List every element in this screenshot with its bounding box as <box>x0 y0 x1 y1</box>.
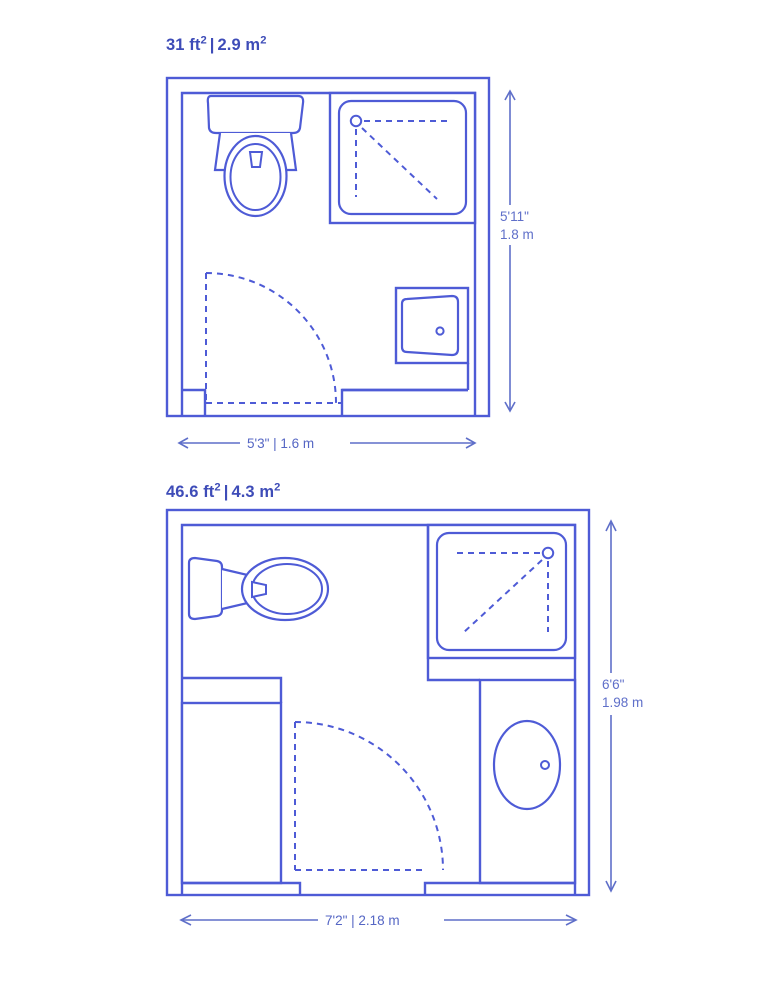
plan-1-door <box>182 272 468 416</box>
floor-plan-1: 31 ft2|2.9 m2 <box>0 0 768 470</box>
plan-2-m-superscript: 2 <box>274 481 281 494</box>
plan-1-inner-wall-face <box>180 91 477 416</box>
plan-2-height-dimension: 6'6" 1.98 m <box>600 519 672 893</box>
plan-2-door-jamb-left <box>182 881 302 895</box>
plan-2-area-m: 4.3 m <box>231 483 275 501</box>
plan-2-sink-basin-oval <box>492 719 562 811</box>
plan-2-outer-wall <box>165 508 591 897</box>
plan-1-height-label-metric: 1.8 m <box>500 227 534 242</box>
floor-plan-2: 46.6 ft2|4.3 m2 <box>0 465 768 945</box>
plan-1-shower-pan <box>337 99 468 216</box>
plan-2-area-ft: 46.6 ft <box>166 483 215 501</box>
plan-2-shower <box>426 523 577 660</box>
plan-1-toilet-bowl-inner <box>229 143 282 211</box>
plan-2-ft-superscript: 2 <box>214 481 221 494</box>
plan-1-drawing: 5'11" 1.8 m 5'3" | 1.6 m <box>165 76 560 456</box>
plan-2-toilet <box>187 556 330 622</box>
plan-2-title: 46.6 ft2|4.3 m2 <box>166 481 281 502</box>
plan-1-width-arrow-right <box>465 437 477 449</box>
plan-1-title-divider: | <box>209 36 215 54</box>
plan-1-toilet-tank <box>206 94 305 135</box>
plan-1-width-label: 5'3" | 1.6 m <box>247 436 314 451</box>
plan-2-width-dimension: 7'2" | 2.18 m <box>179 907 578 933</box>
plan-2-sink-vanity <box>478 678 577 885</box>
plan-2-bathtub <box>180 701 283 885</box>
plan-1-door-jamb-left <box>182 388 207 416</box>
plan-1-toilet-flapper <box>248 151 264 168</box>
plan-2-door <box>182 721 575 895</box>
plan-2-shower-pan <box>435 531 568 652</box>
plan-1-height-arrow-bottom <box>504 401 516 413</box>
plan-1-area-ft: 31 ft <box>166 36 201 54</box>
plan-1-title: 31 ft2|2.9 m2 <box>166 34 267 55</box>
plan-2-width-label: 7'2" | 2.18 m <box>325 913 400 928</box>
plan-1-width-dimension: 5'3" | 1.6 m <box>177 430 477 456</box>
plan-2-toilet-flapper <box>251 580 267 599</box>
plan-1-shower <box>328 91 477 225</box>
plan-2-shower-head-icon <box>541 546 555 560</box>
plan-1-height-label-imperial: 5'11" <box>500 209 529 224</box>
plan-1-door-jamb-right <box>340 388 468 416</box>
plan-1-outer-wall <box>165 76 491 418</box>
plan-2-door-swing-arc <box>294 721 444 871</box>
plan-1-height-arrow-top <box>504 89 516 101</box>
plan-2-shower-base-wall <box>426 658 480 682</box>
plan-2-door-jamb-right <box>423 881 575 895</box>
plan-1-toilet <box>206 94 305 218</box>
plan-2-title-divider: | <box>223 483 229 501</box>
plan-2-width-arrow-left <box>179 914 192 926</box>
plan-2-shower-spray-diagonal <box>462 559 543 634</box>
plan-1-door-swing-arc <box>205 272 337 404</box>
plan-1-area-m: 2.9 m <box>217 36 261 54</box>
plan-1-ft-superscript: 2 <box>200 34 207 47</box>
plan-1-m-superscript: 2 <box>260 34 267 47</box>
plan-2-toilet-tank <box>187 556 224 621</box>
plan-2-toilet-zone-wall <box>182 676 283 703</box>
plan-2-width-arrow-right <box>565 914 578 926</box>
plan-1-sink <box>394 286 470 365</box>
plan-1-shower-head-icon <box>349 114 363 128</box>
plan-1-sink-basin <box>400 294 460 357</box>
plan-2-height-arrow-bottom <box>605 880 617 893</box>
plan-2-sink-drain-icon <box>540 760 550 770</box>
plan-2-height-arrow-top <box>605 519 617 532</box>
plan-1-height-dimension: 5'11" 1.8 m <box>498 89 560 413</box>
plan-2-height-label-imperial: 6'6" <box>602 677 625 692</box>
plan-2-height-label-metric: 1.98 m <box>602 695 643 710</box>
plan-1-width-arrow-left <box>177 437 189 449</box>
plan-1-sink-drain-icon <box>435 326 445 336</box>
plan-2-drawing: 6'6" 1.98 m 7'2" | 2.18 m <box>165 508 672 933</box>
